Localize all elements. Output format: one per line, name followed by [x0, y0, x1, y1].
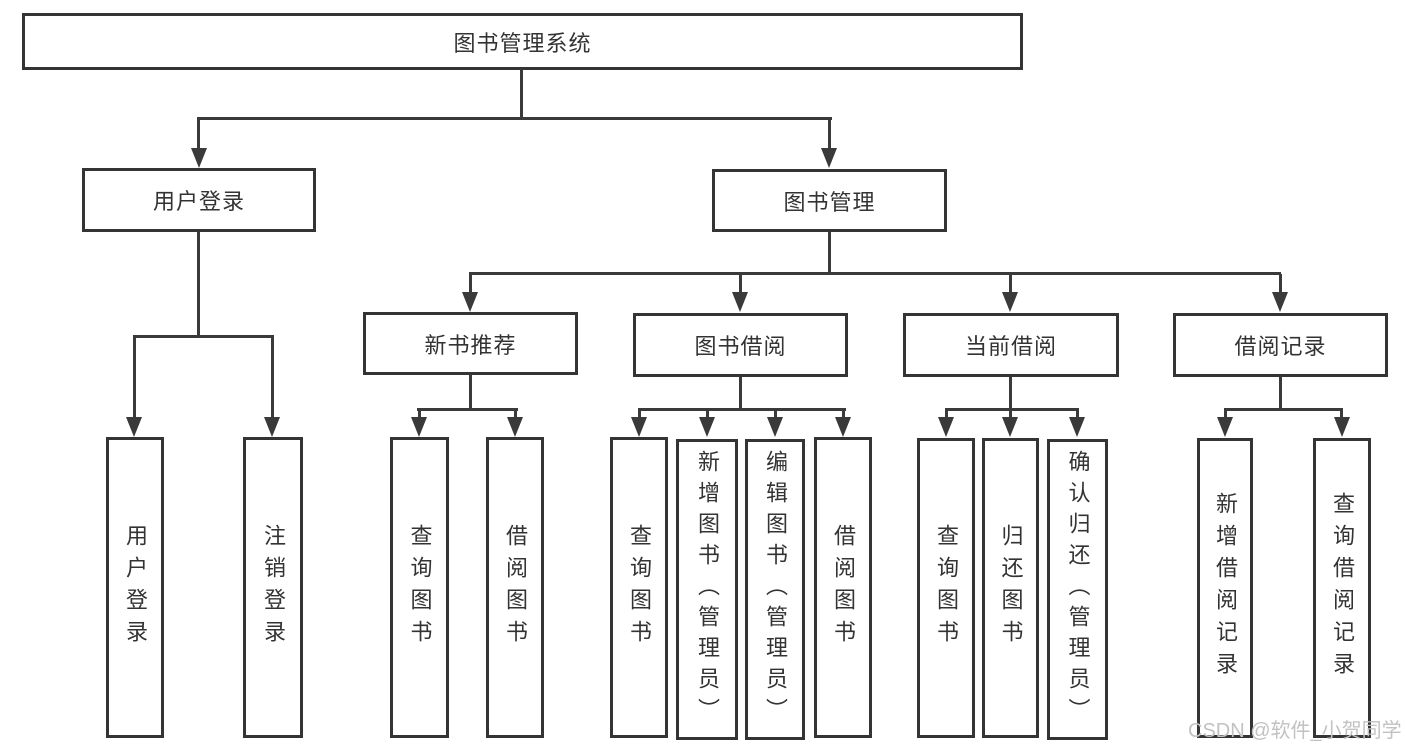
- node-book-borrow: 图书借阅: [633, 313, 848, 377]
- leaf-logout: 注销登录: [243, 437, 303, 738]
- connector-newbook-split: [417, 408, 518, 411]
- connector-drop-book-management: [828, 119, 831, 151]
- leaf-user-login: 用户登录: [106, 437, 164, 738]
- leaf-borrow-book-b-label: 借阅图书: [831, 523, 856, 652]
- leaf-query-borrow-record: 查询借阅记录: [1313, 438, 1371, 738]
- node-book-management-label: 图书管理: [783, 189, 876, 215]
- leaf-borrow-book-a: 借阅图书: [486, 437, 544, 738]
- leaf-query-borrow-record-label: 查询借阅记录: [1330, 492, 1355, 684]
- arrowhead-edit-book: [767, 417, 783, 437]
- connector-drop-confirm-return: [1076, 410, 1079, 420]
- connector-drop-edit-book: [774, 410, 777, 420]
- node-system-root-label: 图书管理系统: [453, 30, 592, 56]
- connector-drop-bookborrow: [739, 274, 742, 294]
- connector-drop-query-b: [638, 410, 641, 420]
- connector-userlogin-trunk: [197, 232, 200, 337]
- leaf-logout-label: 注销登录: [261, 523, 286, 652]
- connector-borrowrecord-trunk: [1279, 377, 1282, 409]
- connector-newbook-trunk: [469, 375, 472, 409]
- node-new-book-recommend: 新书推荐: [363, 312, 578, 375]
- connector-bookborrow-trunk: [739, 377, 742, 409]
- connector-drop-query-record: [1340, 410, 1343, 420]
- arrowhead-add-record: [1217, 417, 1233, 437]
- connector-drop-query-c: [945, 410, 948, 420]
- leaf-user-login-label: 用户登录: [123, 523, 148, 652]
- node-user-login-label: 用户登录: [152, 189, 245, 214]
- leaf-borrow-book-a-label: 借阅图书: [503, 523, 528, 652]
- arrowhead-query-a: [411, 417, 427, 437]
- connector-drop-leaf-logout: [271, 337, 274, 420]
- connector-currentborrow-trunk: [1009, 377, 1012, 409]
- arrowhead-borrow-b: [835, 417, 851, 437]
- leaf-edit-book-admin-label: 编辑图书（管理员）: [763, 450, 788, 729]
- node-current-borrow-label: 当前借阅: [964, 334, 1057, 359]
- leaf-return-book: 归还图书: [982, 438, 1039, 738]
- node-system-root: 图书管理系统: [22, 13, 1023, 70]
- arrowhead-borrowrecord: [1272, 292, 1288, 312]
- leaf-query-book-c: 查询图书: [917, 438, 975, 738]
- connector-root-trunk: [520, 69, 523, 119]
- node-borrow-records-label: 借阅记录: [1234, 334, 1327, 359]
- node-current-borrow: 当前借阅: [903, 313, 1119, 377]
- connector-drop-return-book: [1009, 410, 1012, 420]
- arrowhead-leaf-login: [126, 417, 142, 437]
- connector-root-split: [197, 117, 832, 120]
- arrowhead-query-c: [938, 417, 954, 437]
- node-user-login: 用户登录: [82, 168, 316, 232]
- node-book-borrow-label: 图书借阅: [694, 334, 787, 359]
- leaf-return-book-label: 归还图书: [998, 524, 1024, 652]
- arrowhead-query-record: [1334, 417, 1350, 437]
- leaf-add-book-admin: 新增图书（管理员）: [676, 439, 738, 740]
- arrowhead-book-management: [821, 148, 837, 168]
- arrowhead-borrow-a: [507, 417, 523, 437]
- node-borrow-records: 借阅记录: [1173, 313, 1388, 377]
- leaf-add-book-admin-label: 新增图书（管理员）: [695, 450, 720, 729]
- node-new-book-recommend-label: 新书推荐: [424, 332, 517, 358]
- connector-drop-newbook: [469, 274, 472, 294]
- connector-userlogin-split: [133, 335, 274, 338]
- connector-drop-user-login: [197, 119, 200, 151]
- arrowhead-user-login: [191, 148, 207, 168]
- connector-drop-currentborrow: [1009, 274, 1012, 294]
- connector-borrowrecord-split: [1224, 408, 1343, 411]
- connector-bookmgmt-trunk: [828, 232, 831, 274]
- csdn-watermark: CSDN @软件_小贺同学: [1188, 720, 1402, 742]
- connector-drop-borrow-b: [842, 410, 845, 420]
- leaf-query-book-a-label: 查询图书: [407, 523, 433, 652]
- connector-drop-borrowrecord: [1279, 274, 1282, 294]
- leaf-confirm-return-admin-label: 确认归还（管理员）: [1065, 450, 1091, 729]
- arrowhead-currentborrow: [1002, 292, 1018, 312]
- connector-drop-query-a: [418, 410, 421, 420]
- arrowhead-return-book: [1002, 417, 1018, 437]
- connector-drop-leaf-login: [133, 337, 136, 420]
- connector-currentborrow-split: [945, 408, 1079, 411]
- connector-drop-add-record: [1224, 410, 1227, 420]
- connector-bookmgmt-split: [469, 272, 1281, 275]
- leaf-query-book-a: 查询图书: [390, 437, 449, 738]
- arrowhead-confirm-return: [1069, 417, 1085, 437]
- arrowhead-newbook: [462, 292, 478, 312]
- arrowhead-query-b: [631, 417, 647, 437]
- node-book-management: 图书管理: [712, 169, 947, 232]
- leaf-add-borrow-record: 新增借阅记录: [1197, 438, 1253, 738]
- arrowhead-bookborrow: [732, 292, 748, 312]
- leaf-query-book-c-label: 查询图书: [934, 524, 959, 652]
- arrowhead-add-book: [699, 417, 715, 437]
- leaf-add-borrow-record-label: 新增借阅记录: [1213, 492, 1238, 684]
- connector-bookborrow-split: [638, 408, 846, 411]
- leaf-confirm-return-admin: 确认归还（管理员）: [1047, 439, 1108, 740]
- leaf-borrow-book-b: 借阅图书: [814, 437, 872, 738]
- leaf-query-book-b: 查询图书: [610, 437, 668, 738]
- connector-drop-borrow-a: [514, 410, 517, 420]
- connector-drop-add-book: [706, 410, 709, 420]
- leaf-query-book-b-label: 查询图书: [627, 523, 652, 652]
- leaf-edit-book-admin: 编辑图书（管理员）: [745, 439, 805, 740]
- arrowhead-leaf-logout: [264, 417, 280, 437]
